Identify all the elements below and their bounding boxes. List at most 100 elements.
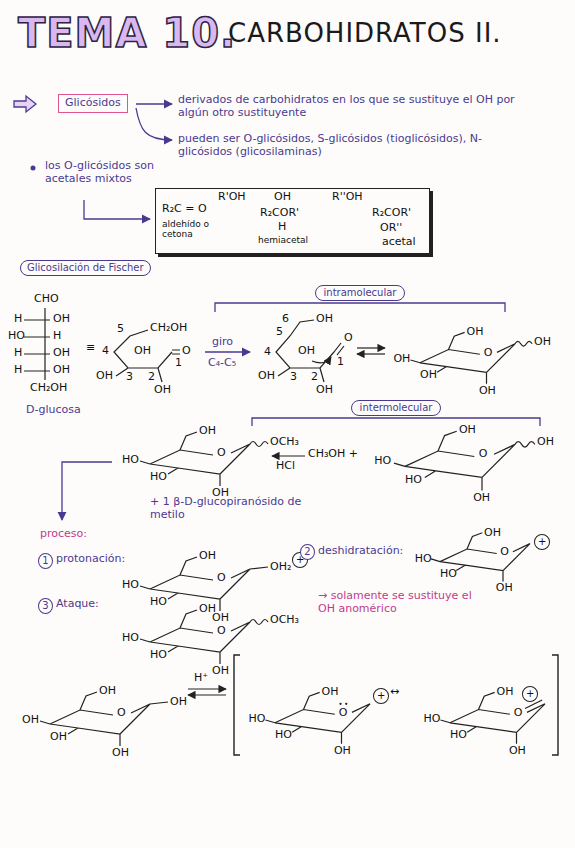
node-text: + xyxy=(538,536,546,548)
node-text: + xyxy=(377,690,385,702)
atom-label: OH xyxy=(22,714,39,727)
charge-circle: + xyxy=(373,688,389,704)
tag-box: intramolecular xyxy=(315,285,406,301)
reaction-arrow xyxy=(205,351,250,352)
arrow-icon xyxy=(14,96,36,112)
node-text: Glicosilación de Fischer xyxy=(27,262,144,274)
atom-label: OH xyxy=(298,345,315,358)
tag-box: intermolecular xyxy=(351,400,442,416)
atom-label: ≡ xyxy=(86,342,95,355)
atom-label: OH xyxy=(496,582,513,595)
open-chain-ring xyxy=(114,330,180,382)
note-arrow xyxy=(62,462,112,520)
atom-label: O xyxy=(479,448,488,461)
node-text: intramolecular xyxy=(324,287,397,299)
formula-text: R₂COR' xyxy=(260,207,299,220)
atom-label: O xyxy=(217,572,226,585)
atom-label: OH xyxy=(99,685,116,698)
note-text: + 1 β-D-glucopiranósido de metilo xyxy=(150,496,315,521)
atom-label: OH xyxy=(473,492,490,505)
atom-label: OH xyxy=(393,353,410,366)
atom-label: OH xyxy=(316,313,333,326)
chair-ring xyxy=(140,432,268,486)
atom-label: OH xyxy=(53,364,70,377)
atom-label: OH xyxy=(96,370,113,383)
lone-pair xyxy=(345,703,347,705)
atom-label: 2 xyxy=(311,371,318,384)
atom-label: 4 xyxy=(264,346,271,359)
formula-text: R''OH xyxy=(332,191,363,204)
atom-label: OH xyxy=(334,745,351,758)
chair-ring xyxy=(411,332,533,383)
formula-text: H xyxy=(278,221,286,234)
atom-label: O xyxy=(484,347,493,360)
chair-ring xyxy=(40,692,168,746)
equilibrium-arrow xyxy=(357,347,385,348)
ring-bonds xyxy=(266,692,371,743)
note-text: derivados de carbohidratos en los que se… xyxy=(178,94,518,119)
atom-label: HO xyxy=(423,713,440,726)
atom-label: OH xyxy=(467,326,484,339)
formula-text: aldehído o cetona xyxy=(162,219,214,240)
equilibrium-arrow xyxy=(188,694,226,695)
atom-label: HO xyxy=(415,553,432,566)
note-text: D-glucosa xyxy=(26,404,81,417)
chair-ring xyxy=(394,431,535,490)
atom-label: H⁺ xyxy=(194,672,208,685)
atom-label: HO xyxy=(248,713,265,726)
atom-label: OH xyxy=(316,384,333,397)
atom-label: HO xyxy=(405,474,422,487)
node-text: + xyxy=(526,688,534,700)
atom-label: HO xyxy=(122,632,139,645)
atom-label: OH₂ xyxy=(270,561,291,574)
subtitle: CARBOHIDRATOS II. xyxy=(228,18,502,48)
atom-label: HCl xyxy=(276,460,295,473)
atom-label: HO xyxy=(440,568,457,581)
atom-label: 4 xyxy=(102,345,109,358)
reaction-arrow xyxy=(272,455,305,456)
atom-label: H xyxy=(14,347,22,360)
bracket-line xyxy=(252,418,540,426)
atom-label: OH xyxy=(322,686,339,699)
note-arrow xyxy=(136,108,172,140)
atom-label: OH xyxy=(537,436,554,449)
atom-label: OH xyxy=(459,424,476,437)
atom-label: ↔ xyxy=(390,686,399,699)
note-text: pueden ser O-glicósidos, S-glicósidos (t… xyxy=(178,133,518,158)
ring-bonds xyxy=(394,431,535,490)
atom-label: 6 xyxy=(282,313,289,326)
atom-label: CHO xyxy=(34,293,59,306)
atom-label: OH xyxy=(50,731,67,744)
atom-label: HO xyxy=(150,596,167,609)
atom-label: O xyxy=(117,707,126,720)
atom-label: 5 xyxy=(276,326,283,339)
node-text: intermolecular xyxy=(360,402,433,414)
atom-label: OH xyxy=(170,696,187,709)
node-text: Glicósidos xyxy=(65,97,121,110)
formula-text: R₂C = O xyxy=(162,203,207,216)
note-text: → solamente se sustituye el OH anomérico xyxy=(318,590,488,615)
note-text: giro xyxy=(212,336,233,349)
step-number: 3 xyxy=(38,598,53,614)
atom-label: 3 xyxy=(126,371,133,384)
atom-label: HO xyxy=(450,729,467,742)
bracket-line xyxy=(215,303,505,312)
atom-label: CH₂OH xyxy=(150,322,187,335)
chair-ring xyxy=(266,692,371,743)
atom-label: H xyxy=(14,313,22,326)
atom-label: O xyxy=(182,345,191,358)
ring-bonds xyxy=(411,332,533,383)
note-arrow xyxy=(136,103,172,104)
ring-bonds xyxy=(431,533,530,582)
node-text: 3 xyxy=(42,600,49,612)
page-title: TEMA 10. xyxy=(18,10,236,56)
atom-label: O xyxy=(217,625,226,638)
atom-label: OH xyxy=(479,385,496,398)
chair-ring xyxy=(140,610,268,664)
atom-label: OH xyxy=(134,345,151,358)
atom-label: OH xyxy=(112,747,129,760)
acetal-box: R₂C = Oaldehído o cetonaR'OHOHR₂COR'Hhem… xyxy=(155,188,430,254)
formula-text: OH xyxy=(274,191,291,204)
node-text: 2 xyxy=(304,546,311,558)
note-arrow xyxy=(84,200,150,219)
